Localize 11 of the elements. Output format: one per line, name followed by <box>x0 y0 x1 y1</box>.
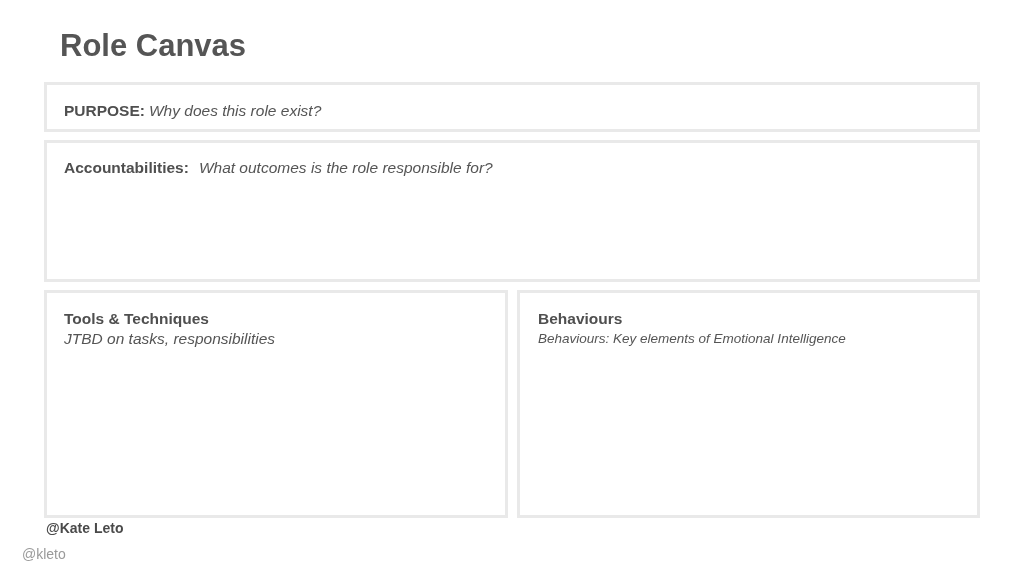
panel-prompt: Behaviours: Key elements of Emotional Intelligence <box>538 330 846 348</box>
author-handle: @kleto <box>22 546 66 562</box>
panel-prompt: What outcomes is the role responsible for? <box>198 158 493 177</box>
author-credit: @Kate Leto <box>46 520 124 536</box>
panel-prompt: Why does this role exist? <box>148 101 322 120</box>
panel-heading: Behaviours <box>538 309 623 329</box>
panel-prompt: JTBD on tasks, responsibilities <box>64 329 276 349</box>
panel-heading: Tools & Techniques <box>64 309 209 329</box>
canvas-title: Role Canvas <box>60 27 247 65</box>
panel-heading: Accountabilities: <box>64 158 189 177</box>
panel-heading: PURPOSE: <box>64 101 145 120</box>
